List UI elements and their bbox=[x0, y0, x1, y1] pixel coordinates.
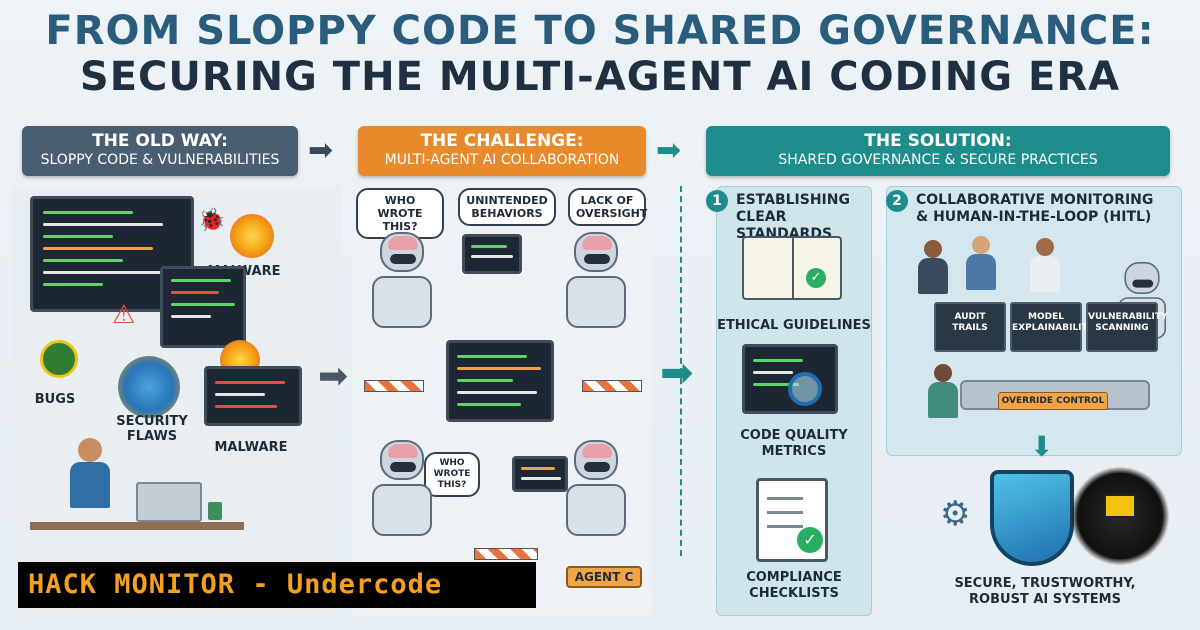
label-compliance-checklists: COMPLIANCE CHECKLISTS bbox=[746, 570, 842, 601]
banner-challenge-heading: THE CHALLENGE: bbox=[420, 131, 584, 151]
step-number-1: 1 bbox=[706, 190, 728, 212]
robot-agent bbox=[556, 232, 636, 332]
banner-challenge-sub: MULTI-AGENT AI COLLABORATION bbox=[384, 152, 620, 168]
screen-model-explainability: MODEL EXPLAINABILITY bbox=[1010, 302, 1094, 352]
label-code-quality-metrics: CODE QUALITY METRICS bbox=[740, 428, 848, 459]
banner-old-heading: THE OLD WAY: bbox=[92, 131, 228, 151]
arrow-right-icon: ➡ bbox=[656, 133, 682, 168]
arrow-right-icon: ➡ bbox=[308, 133, 334, 168]
clipboard-icon: ✓ bbox=[756, 478, 828, 562]
banner-solution: THE SOLUTION: SHARED GOVERNANCE & SECURE… bbox=[706, 126, 1170, 176]
result-label: SECURE, TRUSTWORTHY, ROBUST AI SYSTEMS bbox=[954, 576, 1136, 607]
developer-illustration bbox=[70, 438, 110, 508]
step2-title: COLLABORATIVE MONITORING & HUMAN-IN-THE-… bbox=[916, 192, 1154, 225]
banner-old-sub: SLOPPY CODE & VULNERABILITIES bbox=[40, 152, 280, 168]
label-bugs: BUGS bbox=[34, 392, 76, 407]
arrow-right-icon: ➡ bbox=[318, 356, 349, 397]
code-screen bbox=[204, 366, 302, 426]
label-malware-bottom: MALWARE bbox=[214, 440, 288, 455]
code-screen bbox=[462, 234, 522, 274]
arrow-right-icon: ➡ bbox=[660, 350, 694, 396]
code-screen bbox=[512, 456, 568, 492]
robot-agent bbox=[362, 232, 442, 332]
robot-agent bbox=[556, 440, 636, 540]
barrier-icon bbox=[364, 380, 424, 392]
banner-old-way: THE OLD WAY: SLOPPY CODE & VULNERABILITI… bbox=[22, 126, 298, 176]
label-ethical-guidelines: ETHICAL GUIDELINES bbox=[717, 318, 871, 333]
desk bbox=[30, 522, 244, 530]
title-line-1: FROM SLOPPY CODE TO SHARED GOVERNANCE: bbox=[45, 8, 1155, 54]
explosion-icon bbox=[230, 214, 274, 258]
arrow-down-icon: ⬇ bbox=[1030, 430, 1054, 463]
person-illustration bbox=[928, 364, 958, 418]
magnifier-icon bbox=[788, 372, 822, 406]
shield-lock-icon bbox=[118, 356, 180, 418]
shield-icon bbox=[990, 470, 1074, 566]
laptop-icon bbox=[136, 482, 202, 522]
barrier-icon bbox=[582, 380, 642, 392]
book-icon: ✓ bbox=[742, 236, 842, 300]
bubble-unintended: UNINTENDED BEHAVIORS bbox=[458, 188, 556, 226]
title-line-2: SECURING THE MULTI-AGENT AI CODING ERA bbox=[79, 54, 1121, 100]
agent-c-label: AGENT C bbox=[566, 566, 642, 588]
code-screen-central bbox=[446, 340, 554, 422]
robot-agent bbox=[362, 440, 442, 540]
gear-icon: ⚙ bbox=[940, 494, 971, 534]
bug-icon: 🐞 bbox=[198, 208, 226, 233]
code-screen bbox=[160, 266, 246, 348]
page-title: FROM SLOPPY CODE TO SHARED GOVERNANCE: S… bbox=[0, 8, 1200, 100]
override-control-button[interactable]: OVERRIDE CONTROL bbox=[998, 392, 1108, 410]
person-illustration bbox=[966, 236, 996, 290]
label-security-flaws: SECURITY FLAWS bbox=[116, 414, 188, 444]
banner-challenge: THE CHALLENGE: MULTI-AGENT AI COLLABORAT… bbox=[358, 126, 646, 176]
screen-audit-trails: AUDIT TRAILS bbox=[934, 302, 1006, 352]
watermark-banner: HACK MONITOR - Undercode bbox=[18, 562, 536, 608]
step-number-2: 2 bbox=[886, 190, 908, 212]
octopus-logo-icon bbox=[1070, 466, 1170, 566]
warning-icon: ⚠ bbox=[112, 300, 136, 330]
person-illustration bbox=[918, 240, 948, 294]
screen-vulnerability-scanning: VULNERABILITY SCANNING bbox=[1086, 302, 1168, 352]
banner-solution-heading: THE SOLUTION: bbox=[864, 131, 1012, 151]
bubble-lack-of-oversight: LACK OF OVERSIGHT bbox=[568, 188, 647, 226]
person-illustration bbox=[1030, 238, 1060, 292]
banner-solution-sub: SHARED GOVERNANCE & SECURE PRACTICES bbox=[778, 152, 1098, 168]
mug-icon bbox=[208, 502, 222, 520]
bug-icon bbox=[40, 340, 78, 378]
bubble-who-wrote: WHO WROTE THIS? bbox=[356, 188, 444, 239]
bubble-who-wrote-2: WHO WROTE THIS? bbox=[424, 452, 480, 497]
dashed-connector bbox=[680, 186, 682, 556]
barrier-icon bbox=[474, 548, 538, 560]
